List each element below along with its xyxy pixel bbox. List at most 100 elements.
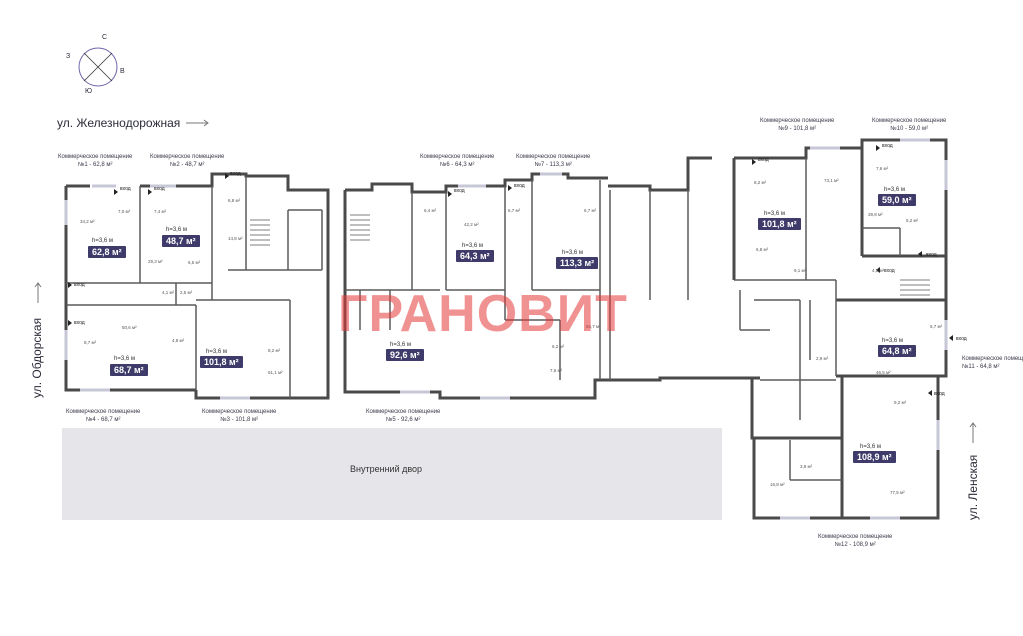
entry-label-unit-6: вход (454, 188, 465, 194)
room-area: 46,5 м² (876, 370, 891, 375)
street-arrow-left (34, 282, 42, 303)
room-area: 9,1 м² (794, 268, 807, 273)
room-area: 6,8 м² (756, 247, 769, 252)
room-area: 4,1 м² (162, 290, 175, 295)
unit-10-height: h=3,6 м (884, 187, 905, 193)
unit-4-height: h=3,6 м (114, 356, 135, 362)
room-area: 6,2 м² (552, 344, 565, 349)
street-left-label: ул. Обдорская (30, 317, 44, 398)
unit-6-caption: Коммерческое помещение №6 - 64,3 м² (420, 153, 494, 169)
unit-11-height: h=3,6 м (882, 338, 903, 344)
unit-1-caption-title: Коммерческое помещение (58, 154, 133, 160)
unit-10-area-badge: 59,0 м² (878, 194, 916, 206)
room-area: 7,6 м² (876, 166, 889, 171)
room-area: 7,4 м² (154, 209, 167, 214)
unit-7-caption-detail: №7 - 113,3 м² (534, 162, 572, 168)
street-arrow-top (186, 119, 209, 127)
unit-1-caption: Коммерческое помещение №1 - 62,8 м² (58, 153, 132, 169)
entry-label-unit-4: вход (74, 320, 85, 326)
entry-label-unit-3: вход (230, 171, 241, 177)
room-area: 6,7 м² (584, 208, 597, 213)
unit-5-caption-title: Коммерческое помещение (366, 409, 441, 415)
unit-9-caption-detail: №9 - 101,8 м² (778, 126, 817, 132)
courtyard (62, 428, 722, 520)
room-area: 50,6 м² (122, 325, 137, 330)
room-area: 6,7 м² (508, 208, 521, 213)
unit-12-area-badge: 108,9 м² (853, 451, 896, 463)
unit-4-caption-detail: №4 - 68,7 м² (85, 417, 121, 423)
entry-label-unit-11: вход (956, 336, 967, 342)
room-area: 7,0 м² (118, 209, 131, 214)
east-block-walls (732, 138, 948, 520)
unit-2-caption-title: Коммерческое помещение (150, 154, 225, 160)
courtyard-label: Внутренний двор (350, 464, 423, 474)
unit-1-height: h=3,6 м (92, 238, 113, 244)
unit-6-height: h=3,6 м (462, 243, 483, 249)
room-area: 4,8 м² (172, 338, 185, 343)
unit-3-area-badge: 101,8 м² (200, 356, 243, 368)
unit-11-caption-detail: №11 - 64,8 м² (962, 364, 1000, 370)
room-area: 42,2 м² (464, 222, 479, 227)
room-area: 8,2 м² (268, 348, 281, 353)
unit-2-height: h=3,6 м (166, 227, 187, 233)
unit-1-caption-detail: №1 - 62,8 м² (77, 162, 113, 168)
room-area: 16,8 м² (770, 482, 785, 487)
unit-7-area-badge: 113,3 м² (556, 257, 599, 269)
room-area: 56,7 м² (586, 324, 601, 329)
room-area: 2,5 м² (180, 290, 193, 295)
unit-5-caption-detail: №5 - 92,6 м² (385, 417, 421, 423)
room-area: 2,9 м² (816, 356, 829, 361)
unit-12-caption: Коммерческое помещение №12 - 108,9 м² (818, 533, 892, 549)
entry-arrows (68, 145, 953, 396)
unit-2-area-badge: 48,7 м² (162, 235, 200, 247)
unit-2-caption: Коммерческое помещение №2 - 48,7 м² (150, 153, 224, 169)
watermark-logo: ГРАНОВИТ (338, 285, 628, 343)
unit-11-area-badge: 64,8 м² (878, 345, 916, 357)
unit-7-caption-title: Коммерческое помещение (516, 154, 591, 160)
unit-3-caption-detail: №3 - 101,8 м² (220, 417, 259, 423)
interior-partitions (66, 158, 901, 481)
entry-label-unit-1-south: вход (74, 282, 85, 288)
unit-9-height: h=3,6 м (764, 211, 785, 217)
unit-6-caption-title: Коммерческое помещение (420, 154, 495, 160)
unit-12-height: h=3,6 м (860, 444, 881, 450)
entry-label-core: вход (884, 268, 895, 274)
unit-5-caption: Коммерческое помещение №5 - 92,6 м² (366, 408, 440, 424)
unit-4-area-badge: 68,7 м² (110, 364, 148, 376)
room-area: 61,1 м² (268, 370, 283, 375)
room-area: 77,5 м² (890, 490, 905, 495)
unit-6-caption-detail: №6 - 64,3 м² (439, 162, 475, 168)
unit-6-area-badge: 64,3 м² (456, 250, 494, 262)
entry-label-unit-7: вход (514, 183, 525, 189)
unit-11-caption: Коммерческое помещение №11 - 64,8 м² (962, 355, 1023, 371)
unit-3-caption-title: Коммерческое помещение (202, 409, 277, 415)
unit-2-caption-detail: №2 - 48,7 м² (169, 162, 205, 168)
street-right-label: ул. Ленская (966, 454, 980, 520)
room-area: 5,2 м² (906, 218, 919, 223)
unit-7-caption: Коммерческое помещение №7 - 113,3 м² (516, 153, 590, 169)
street-top-label: ул. Железнодорожная (57, 116, 181, 130)
unit-3-caption: Коммерческое помещение №3 - 101,8 м² (202, 408, 276, 424)
unit-10-caption-detail: №10 - 59,0 м² (890, 126, 929, 132)
room-area: 8,2 м² (754, 180, 767, 185)
entry-label-unit-2: вход (154, 186, 165, 192)
compass-north: С (102, 34, 108, 41)
room-area: 9,2 м² (894, 400, 907, 405)
room-area: 5,7 м² (930, 324, 943, 329)
unit-4-caption-title: Коммерческое помещение (66, 409, 141, 415)
unit-9-caption-title: Коммерческое помещение (760, 118, 835, 124)
compass-east: В (120, 68, 125, 75)
compass-west: З (66, 53, 71, 60)
room-area: 3,9 м² (800, 464, 813, 469)
west-block-walls (64, 156, 760, 400)
entry-label-unit-9: вход (758, 157, 769, 163)
room-area: 34,2 м² (80, 219, 95, 224)
room-area: 73,1 м² (824, 178, 839, 183)
unit-9-area-badge: 101,8 м² (758, 218, 801, 230)
unit-10-caption-title: Коммерческое помещение (872, 118, 947, 124)
unit-4-caption: Коммерческое помещение №4 - 68,7 м² (66, 408, 140, 424)
stairs (250, 214, 930, 296)
room-area: 14,8 м² (228, 236, 243, 241)
entry-label-unit-10: вход (882, 143, 893, 149)
